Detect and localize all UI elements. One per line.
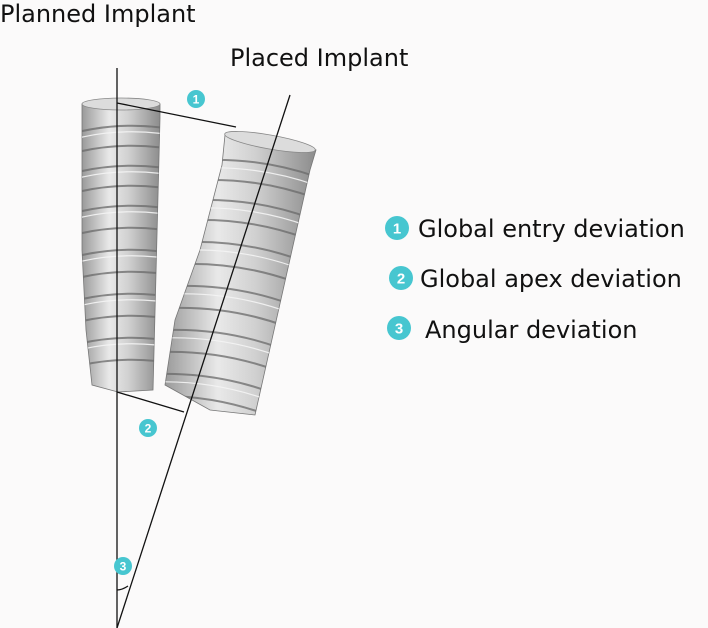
angular-deviation-marker: 3 (114, 557, 132, 575)
entry-deviation-line (116, 102, 237, 128)
angle-arc (116, 585, 129, 591)
svg-text:3: 3 (120, 560, 127, 574)
legend-label-apex: Global apex deviation (420, 265, 682, 293)
svg-text:1: 1 (193, 93, 200, 107)
planned-implant-image (81, 97, 161, 393)
legend-item-entry: 1 Global entry deviation (385, 215, 685, 243)
svg-text:1: 1 (393, 221, 401, 238)
apex-deviation-marker: 2 (139, 419, 157, 437)
svg-text:2: 2 (397, 271, 405, 288)
legend-item-angular: 3 Angular deviation (387, 316, 638, 344)
legend-label-angular: Angular deviation (425, 316, 638, 344)
legend-label-entry: Global entry deviation (418, 215, 685, 243)
planned-implant-label: Planned Implant (0, 0, 196, 28)
apex-deviation-line (116, 391, 185, 413)
svg-text:2: 2 (145, 422, 152, 436)
svg-text:3: 3 (395, 321, 403, 338)
legend-item-apex: 2 Global apex deviation (389, 265, 682, 293)
legend: 1 Global entry deviation 2 Global apex d… (385, 215, 685, 344)
placed-implant-label: Placed Implant (230, 44, 408, 72)
entry-deviation-marker: 1 (187, 90, 205, 108)
placed-implant-image (164, 131, 317, 416)
placed-axis-line (116, 94, 291, 628)
